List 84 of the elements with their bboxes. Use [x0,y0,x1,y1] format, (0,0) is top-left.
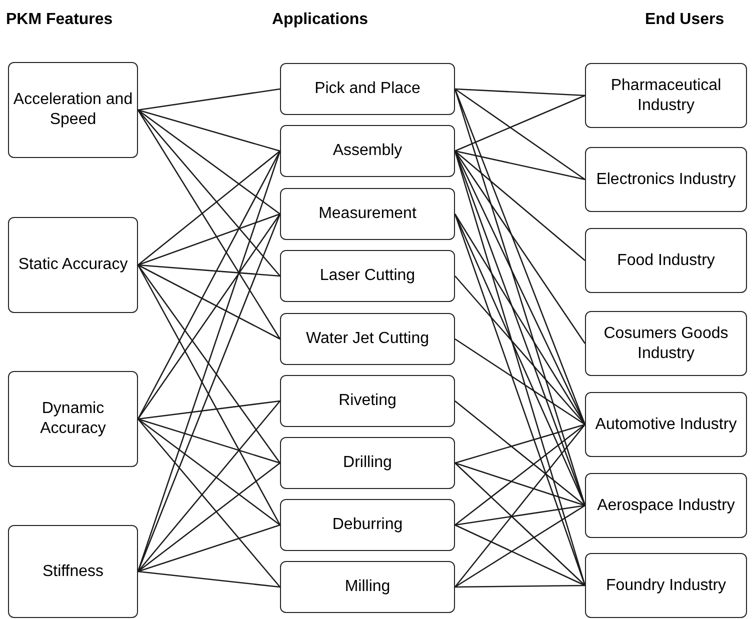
node-text: Measurement [318,204,416,224]
connector-line [454,88,586,425]
connector-line [454,150,586,344]
connector-line [455,584,585,588]
node-text: Automotive Industry [595,414,737,434]
rounded-box [585,311,747,376]
rounded-box [280,313,455,365]
connector-line [138,213,280,266]
connector-line [454,400,586,506]
connector-line [138,418,280,588]
rounded-box [280,63,455,115]
node-text: Pick and Place [314,79,420,99]
connector-line [454,94,586,152]
rounded-box [280,437,455,489]
connector-line [454,276,586,425]
connector-line [138,400,280,420]
connector-line [137,214,281,420]
rounded-box [280,375,455,427]
connector-line [454,424,586,588]
node-text: Drilling [343,453,392,473]
connector-line [138,524,280,572]
connector-line [454,150,586,180]
connector-line [454,424,586,526]
rounded-box [585,147,747,212]
connector-line [138,150,280,266]
connector-line [137,264,281,526]
node-text: Assembly [332,141,402,161]
rounded-box [8,371,138,467]
rounded-box [280,188,455,240]
rounded-box [280,125,455,177]
node-text: Static Accuracy [18,255,128,275]
node-text: Acceleration and Speed [13,90,133,130]
connector-line [454,88,586,180]
connector-line [138,418,280,526]
node-text: Riveting [338,391,396,411]
node-text: Stiffness [42,562,104,582]
connector-line [454,504,586,588]
rounded-box [585,473,747,538]
node-text: Deburring [332,515,403,535]
connector-line [137,110,281,340]
connector-line [138,109,280,215]
connector-line [138,418,280,464]
node-text: Aerospace Industry [597,496,735,516]
connector-line [454,150,586,261]
node-text: Food Industry [617,250,715,270]
connector-line [138,570,280,588]
connector-line [454,88,586,96]
column-heading: End Users [645,10,724,30]
connector-line [137,150,281,420]
column-heading: Applications [272,10,368,30]
connector-line [454,504,586,526]
connector-line [138,109,280,152]
rounded-box [8,525,138,618]
rounded-box [585,228,747,293]
rounded-box [8,62,138,158]
rounded-box [585,63,747,128]
node-text: Pharmaceutical Industry [610,76,722,116]
rounded-box [280,561,455,613]
connector-line [137,264,281,464]
node-text: Cosumers Goods Industry [602,324,730,364]
connector-line [138,88,280,111]
node-text: Dynamic Accuracy [39,399,107,439]
connector-line [138,110,280,276]
connector-line [454,462,586,586]
node-text: Foundry Industry [606,576,726,596]
rounded-box [585,553,747,618]
node-text: Electronics Industry [596,170,736,190]
rounded-box [8,217,138,313]
node-text: Laser Cutting [320,266,416,286]
connector-line [138,264,280,340]
column-heading: PKM Features [6,10,113,30]
connector-line [138,264,280,277]
connector-line [454,214,586,506]
rounded-box [585,392,747,457]
connector-line [138,400,280,572]
connector-line [454,424,586,464]
rounded-box [280,250,455,302]
connector-line [454,524,586,586]
rounded-box [280,499,455,551]
node-text: Water Jet Cutting [306,329,429,349]
connector-line [138,462,280,572]
connector-line [454,338,586,426]
connector-line [454,462,586,506]
node-text: Milling [344,577,390,597]
